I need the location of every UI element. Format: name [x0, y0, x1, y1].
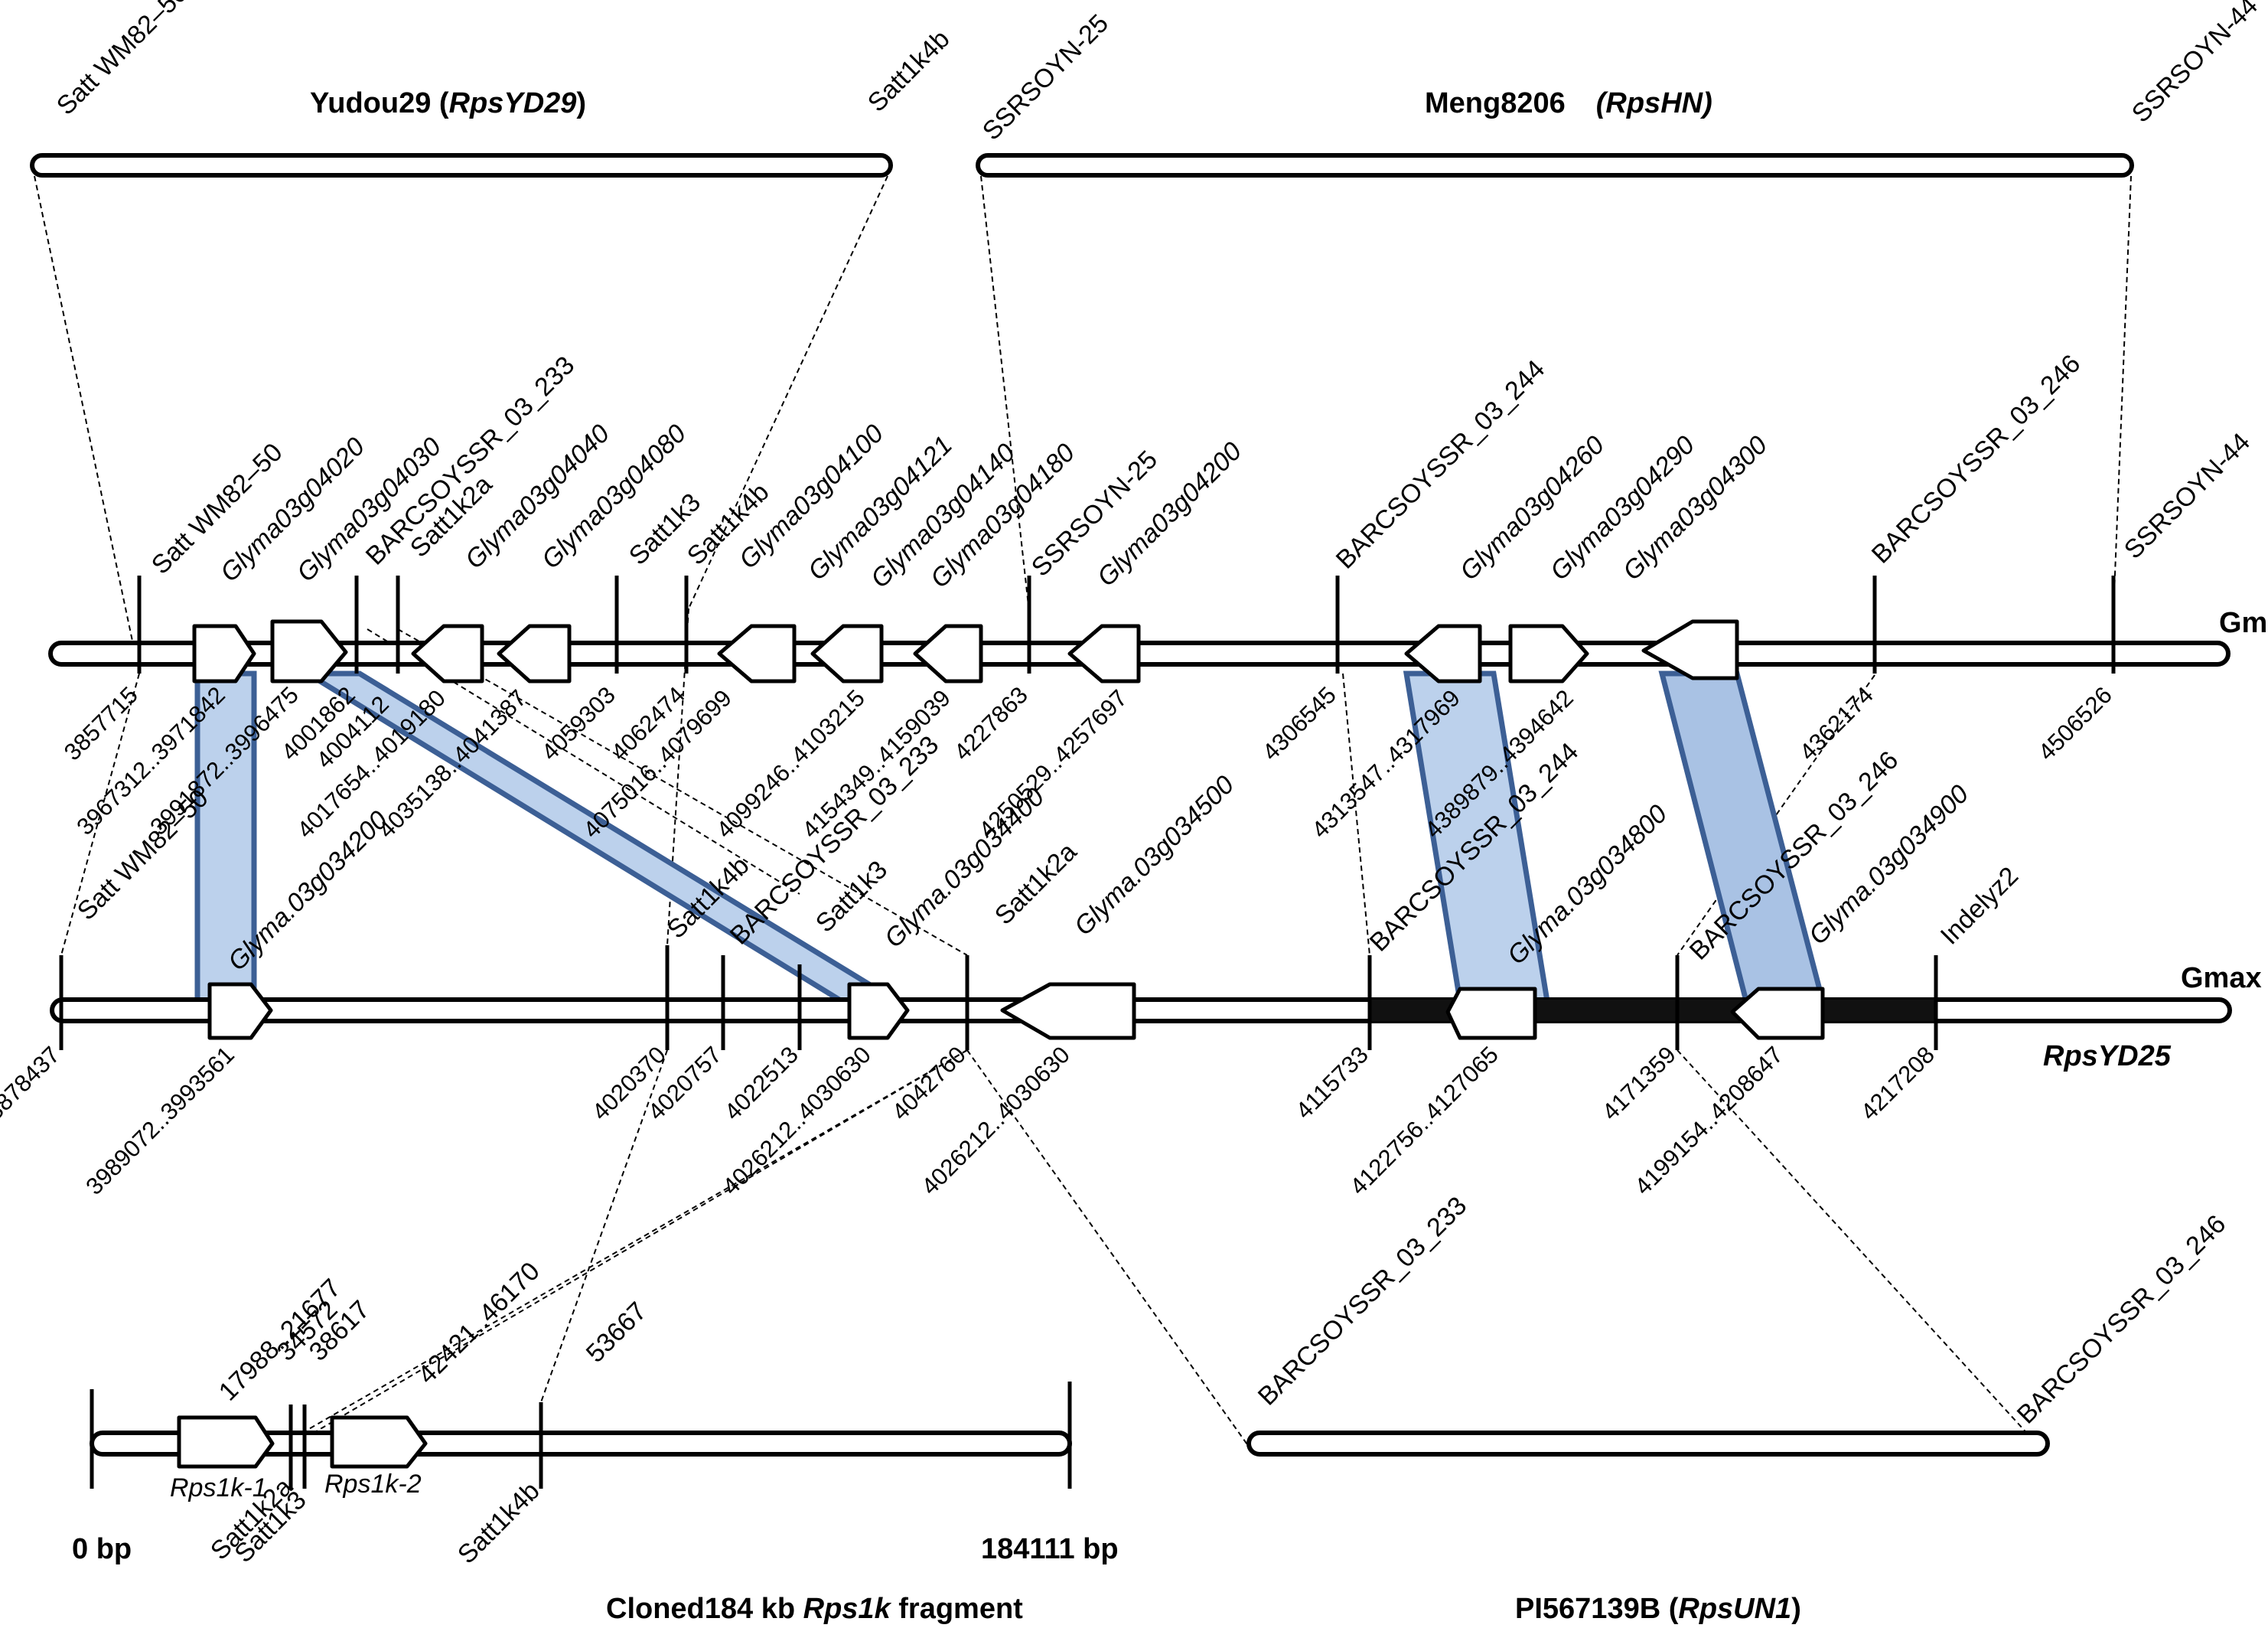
- gene-glyma03g034500: [1000, 982, 1136, 1040]
- gene-glyma03g034800: [1445, 987, 1537, 1040]
- gene-glyma03g04140: [913, 624, 983, 683]
- position-label: 4306545: [1257, 681, 1341, 765]
- position-label: 4154349..4159039: [797, 684, 956, 843]
- gmax2-track: Gmax 2.0 RpsYD25: [50, 945, 2268, 1072]
- position-label: 4362174: [1794, 681, 1879, 765]
- gene-glyma03g04100: [717, 624, 797, 683]
- gene-label: Glyma.03g034400: [879, 782, 1050, 953]
- position-label: 4171359: [1597, 1041, 1681, 1125]
- position-label: 4059303: [536, 681, 621, 765]
- marker-label: BARCSOYSSR_03_246: [2012, 1209, 2231, 1429]
- gene-label: Glyma.03g034500: [1069, 770, 1240, 941]
- gene-glyma03g034200: [207, 982, 273, 1040]
- gene-glyma03g04260: [1404, 624, 1482, 683]
- gmax1-track: Gmax 1.01: [48, 576, 2268, 683]
- gene-label: Rps1k-1: [170, 1473, 267, 1502]
- position-label: 4042760: [887, 1041, 971, 1125]
- pi567139b-bar: [1246, 1431, 2050, 1457]
- position-label: 4217208: [1856, 1041, 1940, 1125]
- position-label: 4115733: [1290, 1041, 1373, 1124]
- meng8206-title: Meng8206(RpsHN): [1425, 87, 1712, 119]
- gmax1-label: Gmax 1.01: [2219, 607, 2268, 639]
- gmax2-below-labels: 3878437 3989072..3993561 4020370 4020757…: [0, 1041, 1940, 1200]
- position-label: 3857715: [59, 681, 143, 765]
- top-panels: Yudou29 (RpsYD29) Meng8206(RpsHN) Satt W…: [30, 0, 2263, 178]
- gene-rps1k-1: [177, 1415, 275, 1469]
- marker-label: Satt WM82–50: [146, 438, 288, 580]
- gene-glyma03g04180: [1067, 624, 1141, 683]
- gene-label: Glyma03g04080: [536, 419, 692, 574]
- position-label: 42421..46170: [412, 1257, 546, 1390]
- gene-glyma03g04300: [1641, 619, 1739, 680]
- marker-label: Satt1k2a: [989, 837, 1083, 931]
- end-label: 184111 bp: [981, 1533, 1119, 1565]
- gene-label: Glyma03g04020: [215, 432, 370, 587]
- position-label: 4506526: [2033, 681, 2117, 765]
- marker-label: BARCSOYSSR_03_233: [360, 351, 580, 570]
- marker-label: Satt1k4b: [862, 24, 956, 118]
- marker-label: SSRSOYN-44: [2119, 427, 2256, 564]
- meng8206-bar: [976, 153, 2134, 178]
- marker-label: SSRSOYN-44: [2126, 0, 2263, 129]
- cloned-track: Rps1k-1 Rps1k-2 0 bp 184111 bp 17988..21…: [72, 1257, 1119, 1625]
- position-label: 3989072..3993561: [80, 1041, 240, 1200]
- gene-rps1k-2: [330, 1415, 428, 1469]
- gmax2-label: Gmax 2.0: [2181, 962, 2268, 994]
- gene-glyma03g04040: [411, 624, 484, 683]
- gene-glyma03g04290: [1508, 624, 1589, 683]
- gene-label: Rps1k-2: [324, 1470, 422, 1499]
- pi567139b-panel: BARCSOYSSR_03_233 BARCSOYSSR_03_246 PI56…: [1246, 1191, 2231, 1625]
- gene-glyma03g04121: [810, 624, 884, 683]
- gene-glyma03g04080: [497, 624, 572, 683]
- position-label: 4227863: [949, 681, 1033, 765]
- marker-label: BARCSOYSSR_03_246: [1866, 349, 2086, 569]
- gene-glyma03g04030: [270, 619, 348, 683]
- pi567139b-title: PI567139B (RpsUN1): [1515, 1593, 1801, 1625]
- marker-label: Satt WM82–50: [51, 0, 194, 121]
- gene-label: Glyma03g04200: [1092, 436, 1247, 592]
- start-label: 0 bp: [72, 1533, 132, 1565]
- gene-glyma03g034400: [847, 982, 910, 1040]
- yudou29-title: Yudou29 (RpsYD29): [310, 87, 586, 119]
- dashed-connectors: [34, 175, 2132, 1447]
- cloned-title: Cloned184 kb Rps1k fragment: [606, 1593, 1023, 1625]
- gene-glyma03g034900: [1730, 987, 1825, 1040]
- marker-label: Indelyz2: [1935, 861, 2024, 950]
- marker-label: Satt1k4b: [452, 1476, 546, 1570]
- marker-label: SSRSOYN-25: [977, 8, 1114, 145]
- gene-glyma03g04020: [192, 624, 256, 683]
- gmax1-above-labels: Satt WM82–50 Glyma03g04020 Glyma03g04030…: [146, 349, 2256, 593]
- position-label: 53667: [581, 1297, 653, 1369]
- position-label: 3878437: [0, 1041, 65, 1125]
- marker-label: BARCSOYSSR_03_233: [1253, 1191, 1472, 1411]
- yudou29-bar: [30, 153, 893, 178]
- rpsyd25-label: RpsYD25: [2043, 1040, 2172, 1072]
